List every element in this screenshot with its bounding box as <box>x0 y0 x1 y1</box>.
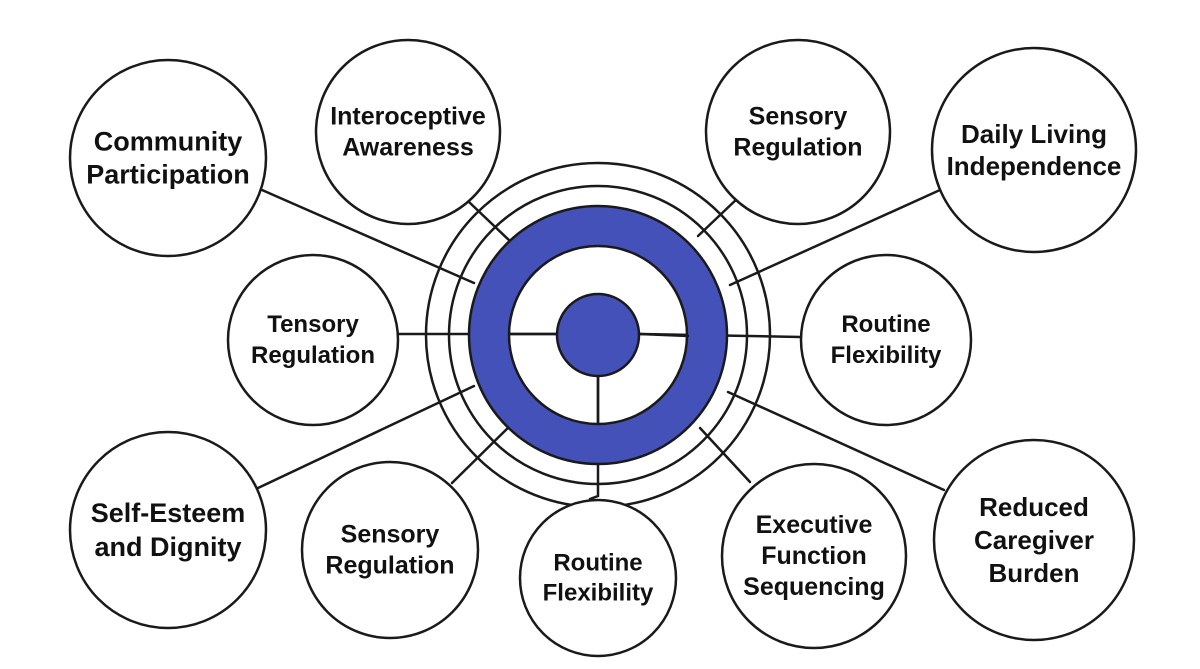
center-target <box>424 161 772 509</box>
node-circle <box>300 460 480 640</box>
second-ring <box>447 184 749 486</box>
node-label-line: Participation <box>86 160 250 190</box>
node-label-line: Sensory <box>749 103 848 131</box>
node-label-line: Flexibility <box>831 342 942 369</box>
node-self-esteem-dignity: Self-Esteem and Dignity <box>68 430 268 630</box>
accent-band <box>469 206 727 464</box>
node-label-line: Interoceptive <box>330 103 486 131</box>
node-label-line: Sensory <box>341 521 440 549</box>
node-label-line: and Dignity <box>95 532 242 562</box>
node-label-line: Function <box>761 542 867 570</box>
node-label-line: Burden <box>989 558 1080 588</box>
node-label-line: Regulation <box>733 134 862 162</box>
node-circle <box>932 438 1136 642</box>
accent-band-outer-edge <box>467 204 729 466</box>
node-circle <box>799 253 973 427</box>
connector-daily-living <box>728 188 942 287</box>
node-circle <box>720 462 908 650</box>
node-label-line: Community <box>94 127 243 157</box>
node-circle <box>68 430 268 630</box>
node-circle <box>68 58 268 258</box>
node-label-line: Caregiver <box>974 525 1094 555</box>
node-circle <box>518 498 678 658</box>
inner-spoke-right <box>638 332 690 338</box>
connector-sensory-bottom <box>450 420 516 485</box>
node-circle <box>314 38 502 226</box>
connector-self-esteem <box>256 384 476 490</box>
node-label-line: Tensory <box>267 311 359 338</box>
node-label-line: Routine <box>841 311 930 338</box>
node-label-line: Executive <box>756 511 873 539</box>
node-label-line: Regulation <box>325 552 454 580</box>
node-label-line: Daily Living <box>961 119 1107 149</box>
node-label-line: Sequencing <box>743 573 885 601</box>
node-label-line: Independence <box>947 151 1122 181</box>
node-label-line: Routine <box>553 550 642 577</box>
bullseye-core <box>555 292 641 378</box>
node-circle <box>226 253 400 427</box>
node-label-line: Flexibility <box>543 580 654 607</box>
node-label-line: Reduced <box>979 492 1089 522</box>
node-label-line: Awareness <box>342 134 474 162</box>
node-circle <box>704 38 892 226</box>
node-circle <box>930 46 1138 254</box>
outcome-nodes: CommunityParticipationInteroceptiveAware… <box>68 38 1138 658</box>
connector-executive <box>698 426 752 484</box>
connector-caregiver <box>726 390 946 492</box>
node-label-line: Regulation <box>251 342 375 369</box>
node-label-line: Self-Esteem <box>91 498 246 528</box>
